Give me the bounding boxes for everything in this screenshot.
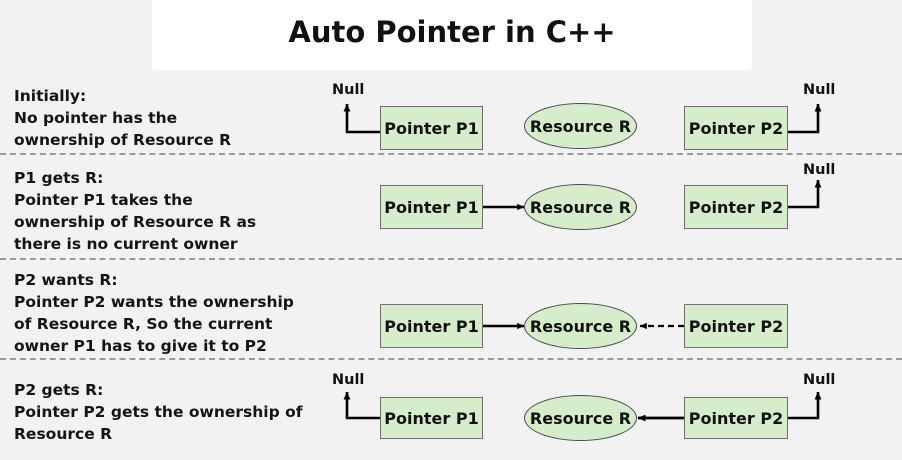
row-initially-desc-line-2: No pointer has the — [14, 109, 178, 127]
row-initially-p2-null-label: Null — [803, 82, 836, 98]
row-p2-gets-r-description: P2 gets R: Pointer P2 gets the ownership… — [14, 379, 324, 445]
row-p2-gets-r: P2 gets R: Pointer P2 gets the ownership… — [0, 358, 902, 460]
row-p2-wants-r-desc-line-2: Pointer P2 wants the ownership — [14, 293, 294, 311]
row-p1-gets-r-desc-line-2: Pointer P1 takes the — [14, 191, 193, 209]
row-p2-wants-r: P2 wants R: Pointer P2 wants the ownersh… — [0, 258, 902, 358]
row-p2-wants-r-pointer-p2: Pointer P2 — [684, 304, 788, 348]
row-p2-gets-r-p1-null-label: Null — [332, 372, 365, 388]
row-p2-wants-r-resource-r: Resource R — [524, 303, 637, 349]
row-initially-resource-r: Resource R — [524, 103, 637, 149]
row-p1-gets-r-desc-line-4: there is no current owner — [14, 235, 238, 253]
row-p1-gets-r: P1 gets R: Pointer P1 takes the ownershi… — [0, 153, 902, 258]
row-p2-wants-r-desc-line-1: P2 wants R: — [14, 271, 118, 289]
row-p2-gets-r-desc-line-1: P2 gets R: — [14, 381, 104, 399]
row-p2-gets-r-desc-line-2: Pointer P2 gets the ownership of — [14, 403, 303, 421]
row-p2-wants-r-desc-line-3: of Resource R, So the current — [14, 315, 273, 333]
row-p2-wants-r-desc-line-4: owner P1 has to give it to P2 — [14, 337, 267, 355]
row-initially-desc-line-1: Initially: — [14, 87, 87, 105]
row-p2-gets-r-p2-null-label: Null — [803, 372, 836, 388]
row-initially: Initially: No pointer has the ownership … — [0, 0, 902, 153]
row-p2-gets-r-desc-line-3: Resource R — [14, 425, 113, 443]
row-p2-gets-r-resource-r: Resource R — [524, 395, 637, 441]
row-p1-gets-r-pointer-p2: Pointer P2 — [684, 185, 788, 229]
row-initially-pointer-p2: Pointer P2 — [684, 106, 788, 150]
row-p2-wants-r-pointer-p1: Pointer P1 — [380, 304, 483, 348]
row-p2-wants-r-description: P2 wants R: Pointer P2 wants the ownersh… — [14, 269, 324, 357]
row-initially-description: Initially: No pointer has the ownership … — [14, 85, 324, 151]
divider-2 — [0, 258, 902, 260]
row-p1-gets-r-desc-line-1: P1 gets R: — [14, 169, 104, 187]
row-p2-gets-r-pointer-p1: Pointer P1 — [380, 397, 483, 439]
row-p1-gets-r-resource-r: Resource R — [524, 184, 637, 230]
divider-1 — [0, 153, 902, 155]
row-initially-desc-line-3: ownership of Resource R — [14, 131, 232, 149]
row-p1-gets-r-p2-null-label: Null — [803, 162, 836, 178]
row-p2-gets-r-pointer-p2: Pointer P2 — [684, 397, 788, 439]
row-p1-gets-r-desc-line-3: ownership of Resource R as — [14, 213, 257, 231]
title-banner: Auto Pointer in C++ — [152, 0, 752, 70]
row-initially-pointer-p1: Pointer P1 — [380, 106, 483, 150]
page-title: Auto Pointer in C++ — [288, 15, 616, 49]
divider-3 — [0, 358, 902, 360]
row-p1-gets-r-pointer-p1: Pointer P1 — [380, 185, 483, 229]
row-initially-p1-null-label: Null — [332, 82, 365, 98]
row-p1-gets-r-description: P1 gets R: Pointer P1 takes the ownershi… — [14, 167, 324, 255]
